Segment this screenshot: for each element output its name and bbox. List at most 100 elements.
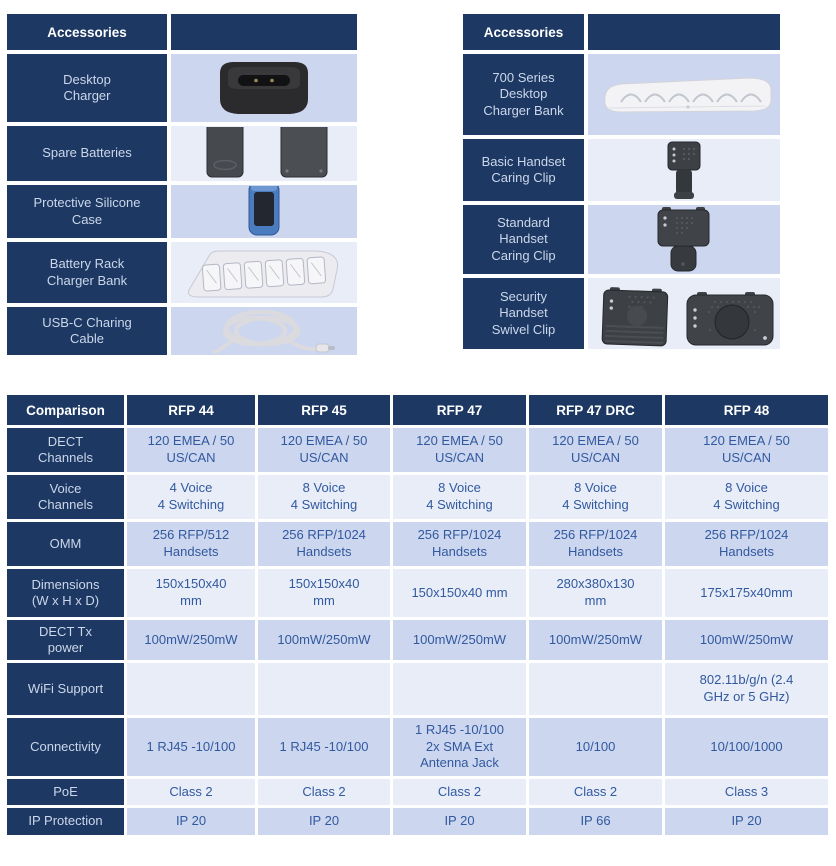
comparison-value: Class 2	[258, 779, 390, 805]
comparison-value: 100mW/250mW	[127, 620, 255, 660]
accessory-image-cell	[171, 185, 357, 238]
comparison-row-label: Voice Channels	[7, 475, 124, 519]
comparison-column-header: Comparison	[7, 395, 124, 425]
comparison-value: 1 RJ45 -10/100	[258, 718, 390, 776]
accessories-right-header-row: Accessories	[463, 14, 780, 50]
accessory-image-cell	[171, 307, 357, 355]
usb-c-charging-cable-image	[212, 309, 335, 354]
comparison-value: Class 2	[393, 779, 526, 805]
accessory-label: USB-C Charing Cable	[7, 307, 167, 355]
accessory-label: Protective Silicone Case	[7, 185, 167, 238]
comparison-value: 256 RFP/1024 Handsets	[393, 522, 526, 566]
comparison-value: Class 2	[529, 779, 662, 805]
comparison-row-label: PoE	[7, 779, 124, 805]
comparison-value: 8 Voice 4 Switching	[393, 475, 526, 519]
comparison-value: 802.11b/g/n (2.4 GHz or 5 GHz)	[665, 663, 828, 715]
accessories-right-table: Accessories 700 Series Desktop Charger B…	[459, 10, 784, 353]
comparison-value: 8 Voice 4 Switching	[665, 475, 828, 519]
comparison-value	[127, 663, 255, 715]
accessories-right-title: Accessories	[463, 14, 584, 50]
security-handset-swivel-clip-image	[601, 286, 774, 346]
accessory-label: Battery Rack Charger Bank	[7, 242, 167, 303]
accessory-image-cell	[171, 126, 357, 181]
accessory-row: Battery Rack Charger Bank	[7, 242, 357, 303]
accessory-row: Security Handset Swivel Clip	[463, 278, 780, 349]
comparison-value: 150x150x40 mm	[127, 569, 255, 617]
comparison-value	[258, 663, 390, 715]
comparison-value: 1 RJ45 -10/100 2x SMA Ext Antenna Jack	[393, 718, 526, 776]
comparison-value: 175x175x40mm	[665, 569, 828, 617]
accessories-left-table: Accessories Desktop Charger Spare Batter…	[3, 10, 361, 359]
comparison-value: Class 3	[665, 779, 828, 805]
battery-rack-charger-bank-image	[188, 250, 339, 297]
comparison-value: IP 66	[529, 808, 662, 835]
comparison-value: 150x150x40 mm	[258, 569, 390, 617]
accessory-label: 700 Series Desktop Charger Bank	[463, 54, 584, 135]
comparison-row-label: DECT Tx power	[7, 620, 124, 660]
comparison-value: 100mW/250mW	[258, 620, 390, 660]
comparison-table: Comparison RFP 44 RFP 45 RFP 47 RFP 47 D…	[4, 392, 831, 838]
comparison-row-label: WiFi Support	[7, 663, 124, 715]
comparison-value: 4 Voice 4 Switching	[127, 475, 255, 519]
comparison-value: 120 EMEA / 50 US/CAN	[393, 428, 526, 472]
comparison-value: Class 2	[127, 779, 255, 805]
comparison-value: 120 EMEA / 50 US/CAN	[665, 428, 828, 472]
standard-handset-caring-clip-image	[657, 207, 710, 272]
accessory-image-cell	[588, 205, 780, 274]
comparison-value: IP 20	[665, 808, 828, 835]
comparison-row-ip-protection: IP Protection IP 20 IP 20 IP 20 IP 66 IP…	[7, 808, 828, 835]
comparison-value: 120 EMEA / 50 US/CAN	[529, 428, 662, 472]
comparison-column-header: RFP 47 DRC	[529, 395, 662, 425]
comparison-row-dimensions: Dimensions (W x H x D) 150x150x40 mm 150…	[7, 569, 828, 617]
accessory-row: Protective Silicone Case	[7, 185, 357, 238]
comparison-value: 10/100	[529, 718, 662, 776]
comparison-row-label: OMM	[7, 522, 124, 566]
accessory-label: Desktop Charger	[7, 54, 167, 122]
comparison-column-header: RFP 47	[393, 395, 526, 425]
700-series-desktop-charger-bank-image	[604, 76, 772, 113]
accessory-row: Spare Batteries	[7, 126, 357, 181]
accessories-left-header-row: Accessories	[7, 14, 357, 50]
desktop-charger-image	[220, 62, 308, 114]
comparison-row-label: DECT Channels	[7, 428, 124, 472]
comparison-value: 150x150x40 mm	[393, 569, 526, 617]
accessory-image-cell	[171, 54, 357, 122]
comparison-value: 120 EMEA / 50 US/CAN	[258, 428, 390, 472]
comparison-row-label: Connectivity	[7, 718, 124, 776]
comparison-value: 280x380x130 mm	[529, 569, 662, 617]
comparison-row-wifi-support: WiFi Support 802.11b/g/n (2.4 GHz or 5 G…	[7, 663, 828, 715]
basic-handset-caring-clip-image	[667, 141, 701, 199]
accessory-row: USB-C Charing Cable	[7, 307, 357, 355]
comparison-value: 256 RFP/1024 Handsets	[665, 522, 828, 566]
accessory-image-cell	[171, 242, 357, 303]
comparison-row-voice-channels: Voice Channels 4 Voice 4 Switching 8 Voi…	[7, 475, 828, 519]
comparison-row-label: IP Protection	[7, 808, 124, 835]
comparison-column-header: RFP 48	[665, 395, 828, 425]
comparison-value: 120 EMEA / 50 US/CAN	[127, 428, 255, 472]
accessory-row: 700 Series Desktop Charger Bank	[463, 54, 780, 135]
accessories-left-title: Accessories	[7, 14, 167, 50]
comparison-value	[529, 663, 662, 715]
accessory-image-cell	[588, 54, 780, 135]
accessory-label: Security Handset Swivel Clip	[463, 278, 584, 349]
accessory-image-cell	[588, 278, 780, 349]
comparison-value: 8 Voice 4 Switching	[258, 475, 390, 519]
comparison-value: 1 RJ45 -10/100	[127, 718, 255, 776]
spare-batteries-image	[206, 127, 328, 178]
comparison-value: IP 20	[393, 808, 526, 835]
accessory-row: Basic Handset Caring Clip	[463, 139, 780, 201]
comparison-row-dect-tx-power: DECT Tx power 100mW/250mW 100mW/250mW 10…	[7, 620, 828, 660]
comparison-header-row: Comparison RFP 44 RFP 45 RFP 47 RFP 47 D…	[7, 395, 828, 425]
comparison-value: 256 RFP/1024 Handsets	[258, 522, 390, 566]
comparison-row-label: Dimensions (W x H x D)	[7, 569, 124, 617]
comparison-column-header: RFP 45	[258, 395, 390, 425]
comparison-value: 100mW/250mW	[665, 620, 828, 660]
accessory-label: Basic Handset Caring Clip	[463, 139, 584, 201]
comparison-row-connectivity: Connectivity 1 RJ45 -10/100 1 RJ45 -10/1…	[7, 718, 828, 776]
comparison-value: 100mW/250mW	[529, 620, 662, 660]
comparison-value: 100mW/250mW	[393, 620, 526, 660]
comparison-column-header: RFP 44	[127, 395, 255, 425]
accessory-row: Desktop Charger	[7, 54, 357, 122]
comparison-value: 8 Voice 4 Switching	[529, 475, 662, 519]
